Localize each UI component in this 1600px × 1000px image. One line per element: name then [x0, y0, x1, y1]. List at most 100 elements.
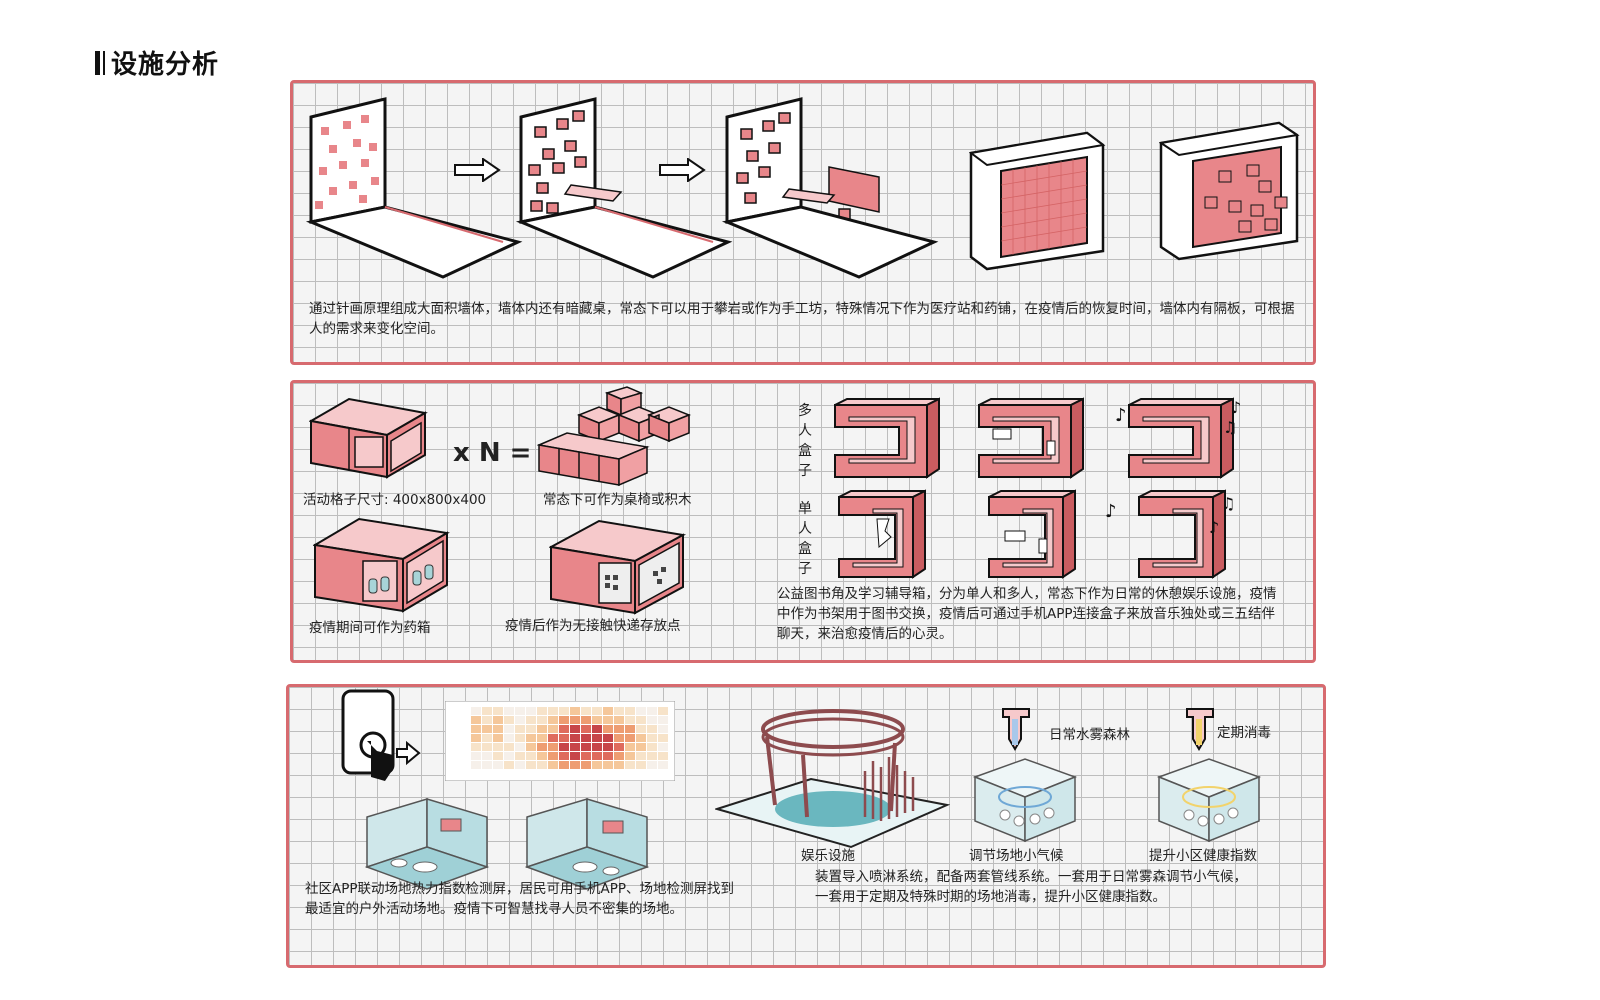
heatmap-cell — [647, 743, 657, 751]
heatmap-cell — [526, 734, 536, 742]
heatmap-cell — [603, 734, 613, 742]
svg-text:♪: ♪ — [1105, 501, 1117, 522]
heatmap-cell — [570, 761, 580, 769]
heatmap-cell — [482, 716, 492, 724]
heatmap-cell — [548, 734, 558, 742]
heatmap-cell — [614, 734, 624, 742]
heatmap-cell — [592, 752, 602, 760]
mist-forest-illustration — [972, 708, 1078, 843]
heatmap-cell — [636, 752, 646, 760]
medicine-box-illustration — [313, 517, 450, 613]
label-mist-forest: 日常水雾森林 — [1049, 727, 1130, 743]
heatmap-cell — [526, 707, 536, 715]
caption-box-epidemic: 疫情期间可作为药箱 — [309, 620, 431, 636]
label-multi-box: 多人盒子 — [798, 403, 812, 479]
heatmap-cell — [592, 734, 602, 742]
heatmap-cell — [581, 734, 591, 742]
heatmap-cell — [625, 761, 635, 769]
page-title-text: 设施分析 — [111, 50, 220, 80]
panel-wall-facility: 通过针画原理组成大面积墙体，墙体内还有暗藏桌，常态下可以用于攀岩或作为手工坊，特… — [290, 80, 1316, 365]
heatmap-cell — [526, 743, 536, 751]
activity-room-model-2 — [525, 797, 650, 890]
heatmap-cell — [559, 725, 569, 733]
heatmap-cell — [581, 743, 591, 751]
heatmap-cell — [592, 716, 602, 724]
heatmap-cell — [625, 752, 635, 760]
heatmap-cell — [548, 743, 558, 751]
heatmap-cell — [504, 716, 514, 724]
phone-tap-icon — [341, 689, 421, 781]
heatmap-cell — [493, 725, 503, 733]
heatmap-cell — [471, 716, 481, 724]
heatmap-cell — [471, 707, 481, 715]
heatmap-cell — [647, 761, 657, 769]
disinfect-illustration — [1156, 708, 1262, 843]
heatmap-cell — [658, 716, 668, 724]
heatmap-cell — [625, 716, 635, 724]
heatmap-cell — [603, 707, 613, 715]
heatmap-cell — [614, 716, 624, 724]
heatmap-cell — [592, 743, 602, 751]
app-description: 社区APP联动场地热力指数检测屏，居民可用手机APP、场地检测屏找到最适宜的户外… — [305, 881, 735, 917]
heatmap-cell — [658, 707, 668, 715]
heatmap-cell — [603, 752, 613, 760]
heatmap-cell — [647, 725, 657, 733]
heatmap-cell — [570, 734, 580, 742]
heatmap-cell — [581, 725, 591, 733]
activity-box-illustration — [309, 397, 428, 479]
heatmap-cell — [471, 734, 481, 742]
caption-health: 提升小区健康指数 — [1149, 848, 1257, 864]
heatmap-cell — [581, 752, 591, 760]
heatmap-cell — [548, 761, 558, 769]
arrow-right-icon — [659, 158, 706, 182]
heatmap-cell — [482, 725, 492, 733]
multi-person-box-2 — [978, 397, 1084, 479]
heatmap-cell — [592, 761, 602, 769]
heatmap-cell — [636, 707, 646, 715]
label-disinfect: 定期消毒 — [1217, 725, 1271, 741]
heatmap-cell — [526, 716, 536, 724]
svg-text:♪: ♪ — [1115, 405, 1127, 426]
heatmap-cell — [515, 734, 525, 742]
heatmap-cell — [625, 707, 635, 715]
label-single-box: 单人盒子 — [798, 501, 812, 577]
heatmap-cell — [471, 743, 481, 751]
heatmap-cell — [636, 734, 646, 742]
heatmap-cell — [548, 707, 558, 715]
heatmap-cell — [537, 743, 547, 751]
heatmap-cell — [559, 752, 569, 760]
heatmap-cell — [581, 761, 591, 769]
book-box-description: 公益图书角及学习辅导箱，分为单人和多人，常态下作为日常的休憩娱乐设施，疫情中作为… — [777, 586, 1277, 642]
heatmap-cell — [559, 734, 569, 742]
heatmap-cell — [614, 752, 624, 760]
arrow-right-icon — [454, 158, 501, 182]
heatmap-cell — [482, 707, 492, 715]
delivery-box-illustration — [549, 519, 687, 615]
heatmap-cell — [504, 707, 514, 715]
caption-climate: 调节场地小气候 — [969, 848, 1064, 864]
heatmap-cell — [493, 752, 503, 760]
svg-text:♪: ♪ — [1231, 398, 1241, 417]
heatmap-cell — [592, 707, 602, 715]
heatmap-cell — [570, 707, 580, 715]
heatmap-cell — [548, 752, 558, 760]
panel-box-facility: x N = 活动格子尺寸: 400x800x400 常态下可作为桌椅或积木 — [290, 380, 1316, 663]
heatmap-cell — [614, 707, 624, 715]
single-person-box-music: ♪♫♪ — [1105, 489, 1235, 579]
page-title: 设施分析 — [95, 44, 219, 81]
heatmap-cell — [570, 716, 580, 724]
heatmap-cell — [548, 716, 558, 724]
heatmap-cell — [614, 761, 624, 769]
heatmap-cell — [625, 725, 635, 733]
heatmap-cell — [658, 752, 668, 760]
single-person-box-2 — [988, 489, 1076, 579]
caption-box-post: 疫情后作为无接触快递存放点 — [505, 618, 681, 634]
heatmap-cell — [537, 734, 547, 742]
heatmap-cell — [647, 734, 657, 742]
heatmap-cell — [625, 734, 635, 742]
heatmap-cell — [482, 734, 492, 742]
heatmap-cell — [504, 725, 514, 733]
spray-system-description: 装置导入喷淋系统，配备两套管线系统。一套用于日常雾森调节小气候，一套用于定期及特… — [815, 869, 1247, 905]
pavilion-entertainment-illustration — [715, 709, 950, 849]
pin-wall-illustration-1 — [305, 97, 523, 279]
